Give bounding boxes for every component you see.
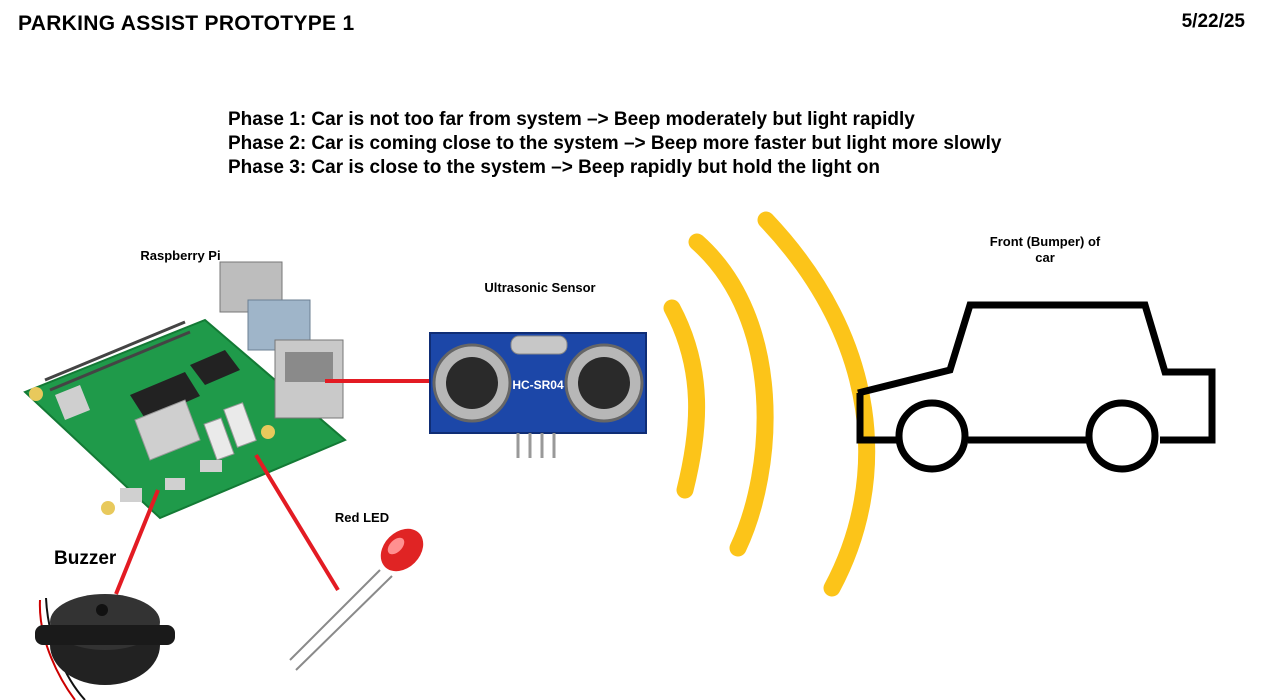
- sound-waves: [663, 211, 876, 597]
- ultrasonic-sensor: HC-SR04: [429, 332, 647, 458]
- ultrasonic-sensor-label: Ultrasonic Sensor: [484, 280, 596, 295]
- buzzer: [35, 594, 175, 700]
- date-label: 5/22/25: [1181, 11, 1245, 32]
- raspberry-pi-label: Raspberry Pi: [140, 248, 221, 263]
- red-led-label: Red LED: [334, 510, 390, 525]
- phase-2-text: Phase 2: Car is coming close to the syst…: [228, 133, 1002, 154]
- car-label-line-1: Front (Bumper) of: [989, 234, 1101, 249]
- buzzer-label: Buzzer: [54, 548, 117, 569]
- car-label-line-2: car: [1035, 250, 1055, 265]
- page-title: PARKING ASSIST PROTOTYPE 1: [18, 12, 355, 35]
- wire-pi-to-buzzer: [114, 489, 160, 595]
- phase-list: Phase 1: Car is not too far from system …: [228, 108, 1001, 180]
- wave-1: [663, 299, 706, 499]
- red-led: [289, 528, 424, 671]
- phase-3-text: Phase 3: Car is close to the system –> B…: [228, 157, 880, 178]
- car-outline: [856, 301, 1216, 473]
- wave-3: [757, 211, 876, 597]
- phase-1-text: Phase 1: Car is not too far from system …: [228, 109, 915, 130]
- raspberry-pi-board: [23, 261, 347, 520]
- wave-2: [688, 233, 774, 557]
- car-label: Front (Bumper) of car: [975, 234, 1115, 266]
- wires: [114, 379, 432, 595]
- sensor-model-text: HC-SR04: [512, 378, 564, 392]
- wire-pi-to-led: [254, 453, 340, 592]
